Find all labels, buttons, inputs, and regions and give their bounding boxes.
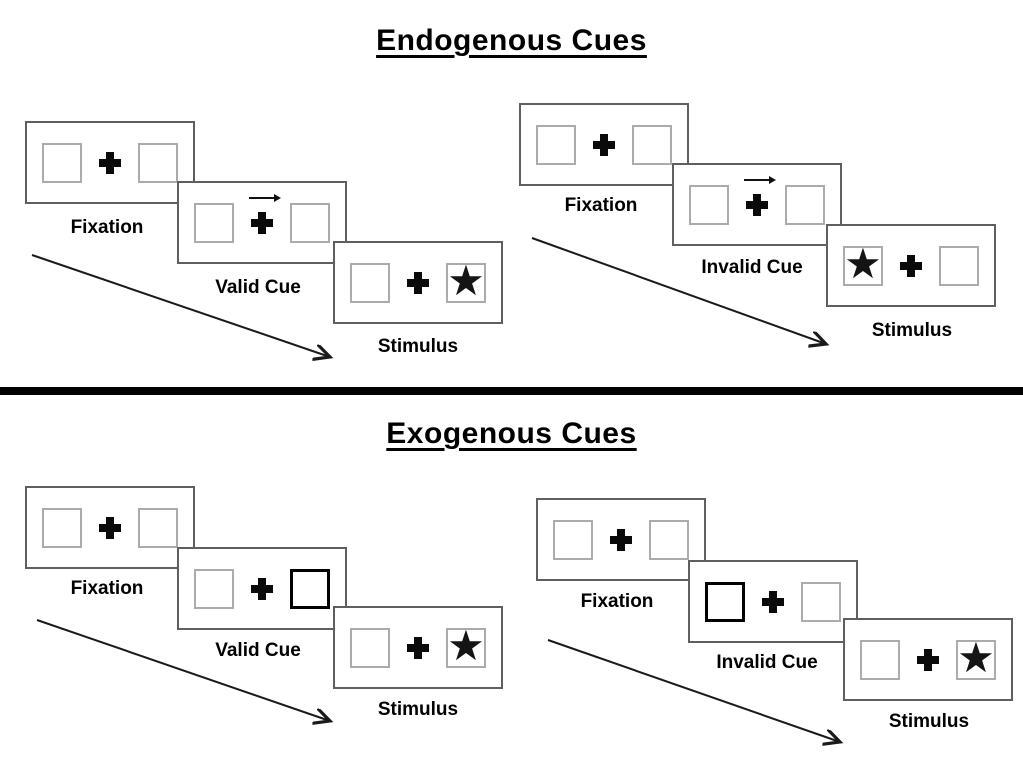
fixation-cross-icon — [251, 577, 273, 600]
placeholder-box-right — [290, 202, 330, 243]
section-title-endogenous: Endogenous Cues — [376, 24, 647, 57]
time-arrow-exogenous-valid — [36, 619, 330, 721]
endogenous-valid-cue-panel — [177, 181, 347, 264]
cue-right-arrow-icon — [744, 175, 776, 184]
fixation-cross-icon — [593, 133, 615, 156]
star-box-right: ★ — [446, 620, 486, 670]
star-box-right: ★ — [446, 255, 486, 305]
panel-label: Fixation — [580, 591, 654, 612]
exogenous-invalid-fixation-panel — [536, 498, 706, 581]
endogenous-valid-fixation-panel — [25, 121, 195, 204]
plus-shape — [251, 577, 273, 600]
plus-shape — [99, 151, 121, 174]
panel-label: Valid Cue — [215, 640, 301, 661]
exogenous-valid-stimulus-panel: ★ — [333, 606, 503, 689]
placeholder-box-right — [138, 142, 178, 183]
placeholder-box-right — [632, 124, 672, 165]
placeholder-box-left — [350, 627, 390, 668]
star-box-right: ★ — [956, 632, 996, 682]
placeholder-box-left — [42, 507, 82, 548]
placeholder-box-right — [138, 507, 178, 548]
endogenous-invalid-stimulus-panel: ★ — [826, 224, 996, 307]
panel-label: Invalid Cue — [716, 652, 818, 673]
section-title-exogenous: Exogenous Cues — [386, 417, 637, 450]
placeholder-box-right — [939, 245, 979, 286]
exogenous-invalid-stimulus-panel: ★ — [843, 618, 1013, 701]
cue-right-arrow-icon — [249, 193, 281, 202]
panel-label: Invalid Cue — [701, 257, 803, 278]
fixation-cross-icon — [744, 175, 776, 216]
star-icon: ★ — [957, 632, 995, 682]
plus-shape — [99, 516, 121, 539]
fixation-cross-icon — [249, 193, 281, 234]
plus-shape — [917, 648, 939, 671]
fixation-cross-icon — [762, 590, 784, 613]
panel-label: Stimulus — [377, 699, 459, 720]
fixation-cross-icon — [610, 528, 632, 551]
panel-label: Fixation — [70, 578, 144, 599]
placeholder-box-left — [42, 142, 82, 183]
plus-shape — [762, 590, 784, 613]
section-divider — [0, 387, 1023, 395]
placeholder-box-left — [194, 568, 234, 609]
star-box-left: ★ — [843, 238, 883, 288]
placeholder-box-left — [553, 519, 593, 560]
placeholder-box-left — [350, 262, 390, 303]
plus-shape — [746, 193, 768, 216]
endogenous-valid-stimulus-panel: ★ — [333, 241, 503, 324]
plus-shape — [407, 271, 429, 294]
plus-shape — [593, 133, 615, 156]
panel-label: Fixation — [564, 195, 638, 216]
fixation-cross-icon — [99, 151, 121, 174]
exogenous-valid-cue-panel — [177, 547, 347, 630]
panel-label: Fixation — [70, 217, 144, 238]
fixation-cross-icon — [407, 271, 429, 294]
endogenous-invalid-fixation-panel — [519, 103, 689, 186]
plus-shape — [251, 211, 273, 234]
panel-label: Stimulus — [888, 711, 970, 732]
time-arrow-endogenous-valid — [31, 254, 330, 357]
exogenous-valid-fixation-panel — [25, 486, 195, 569]
fixation-cross-icon — [407, 636, 429, 659]
panel-label: Stimulus — [377, 336, 459, 357]
placeholder-box-left — [689, 184, 729, 225]
placeholder-box-right — [785, 184, 825, 225]
panel-label: Stimulus — [871, 320, 953, 341]
placeholder-box-left — [860, 639, 900, 680]
panel-label: Valid Cue — [215, 277, 301, 298]
placeholder-box-right — [801, 581, 841, 622]
placeholder-box-left — [536, 124, 576, 165]
highlighted-cue-box-right — [290, 568, 330, 609]
star-icon: ★ — [844, 238, 882, 288]
exogenous-invalid-cue-panel — [688, 560, 858, 643]
fixation-cross-icon — [917, 648, 939, 671]
endogenous-invalid-cue-panel — [672, 163, 842, 246]
fixation-cross-icon — [900, 254, 922, 277]
star-icon: ★ — [447, 255, 485, 305]
plus-shape — [407, 636, 429, 659]
plus-shape — [610, 528, 632, 551]
time-arrow-endogenous-invalid — [531, 237, 826, 344]
plus-shape — [900, 254, 922, 277]
star-icon: ★ — [447, 620, 485, 670]
placeholder-box-left — [194, 202, 234, 243]
placeholder-box-right — [649, 519, 689, 560]
highlighted-cue-box-left — [705, 581, 745, 622]
fixation-cross-icon — [99, 516, 121, 539]
